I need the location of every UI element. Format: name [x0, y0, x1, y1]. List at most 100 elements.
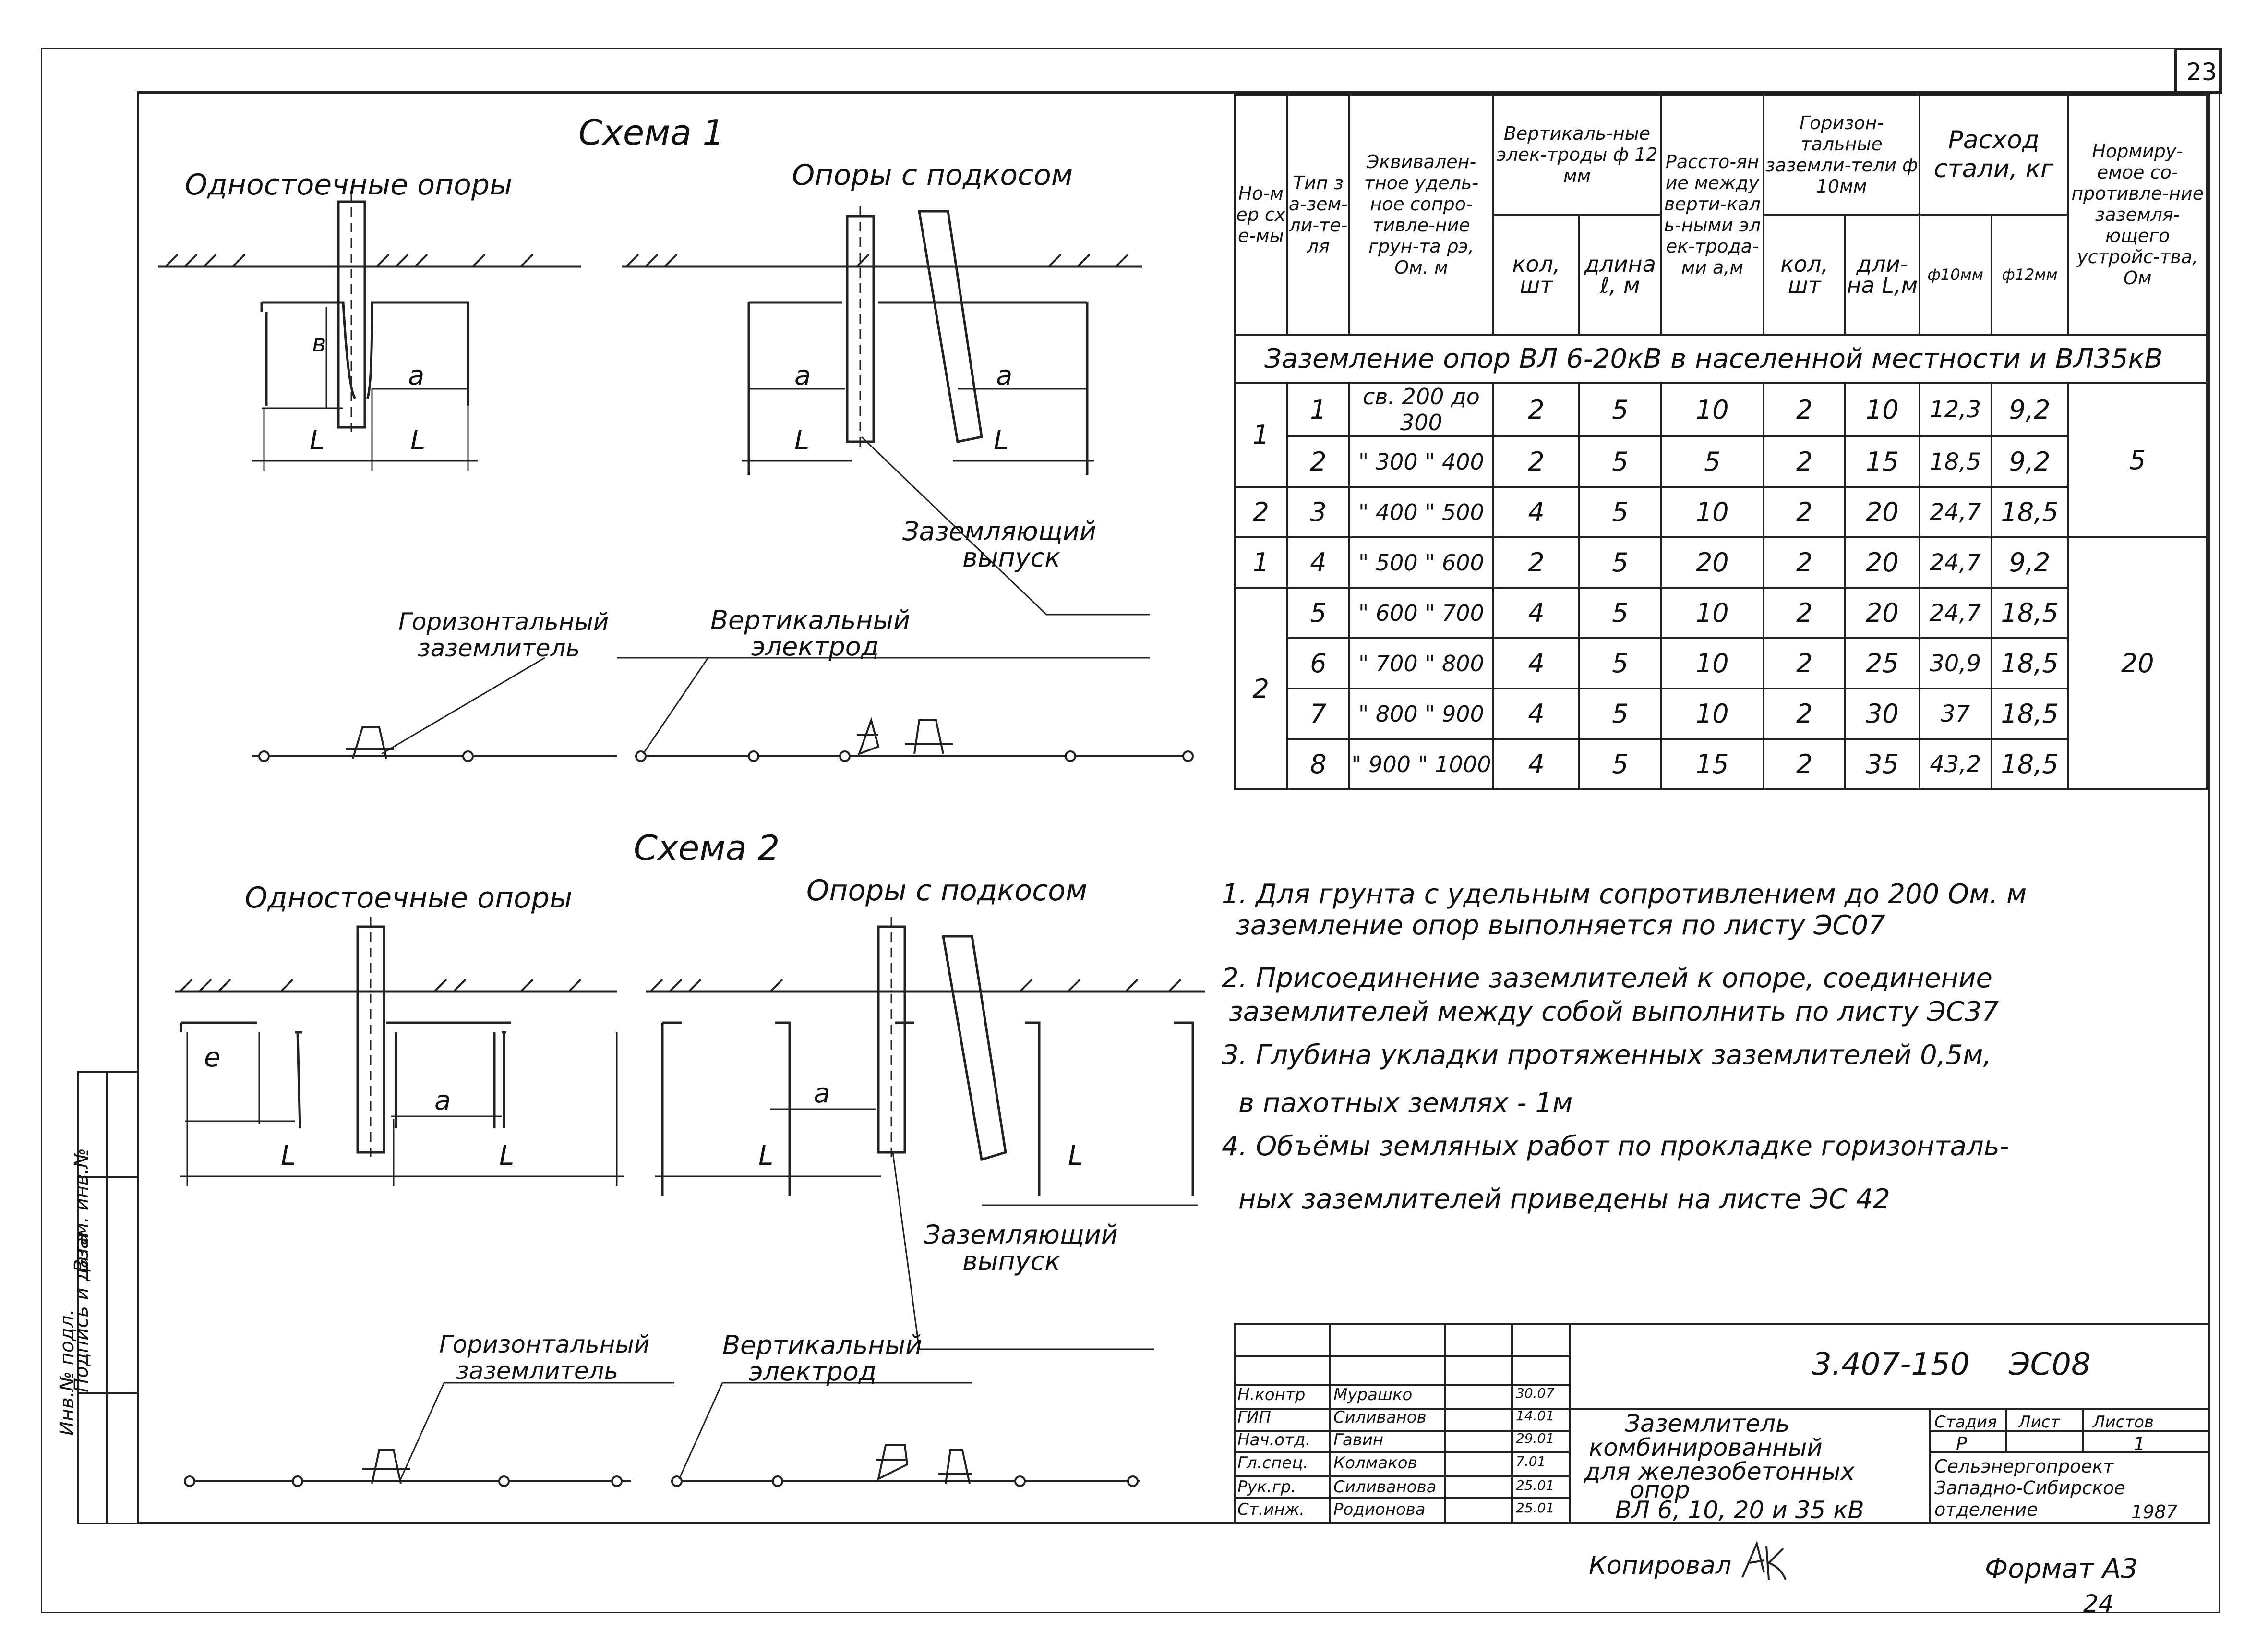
row8-vl: 5: [1578, 738, 1662, 790]
row2-a: 5: [1660, 435, 1765, 488]
scheme2-single-pole: [175, 917, 624, 1186]
scheme2-L-dim2: L: [499, 1140, 515, 1172]
row5-rho: " 600 " 700: [1348, 587, 1494, 639]
sheet-number-box: [2174, 48, 2222, 94]
side-stamp-line2: [77, 1392, 139, 1394]
copier-signature: [1741, 1540, 1787, 1580]
scheme2-a-dim: а: [434, 1085, 451, 1116]
scheme1-plan: [252, 657, 1194, 762]
scheme1-outlet-line1: Заземляющий: [902, 516, 1096, 546]
row8-type: 8: [1286, 738, 1351, 790]
copied-by: Копировал: [1589, 1551, 1732, 1580]
sheets-label: Листов: [2093, 1413, 2154, 1432]
scheme1-vert-line2: электрод: [751, 631, 879, 662]
scheme2-single-label: Одностоечные опоры: [245, 881, 573, 915]
hdr-hor-len: дли-на L,м: [1844, 214, 1920, 336]
date-6: 25.01: [1516, 1500, 1555, 1516]
doc-title-5: ВЛ 6, 10, 20 и 35 кВ: [1615, 1496, 1864, 1524]
note-4a: 4. Объёмы земляных работ по прокладке го…: [1222, 1131, 2009, 1162]
row6-s10: 30,9: [1918, 637, 1992, 689]
hdr-horizontal: Горизон-тальные заземли-тели ф 10мм: [1763, 94, 1920, 216]
row1-a: 10: [1660, 382, 1765, 437]
outer-border: [41, 48, 2220, 1613]
row3-vl: 5: [1578, 486, 1662, 538]
hdr-type: Тип за-зем-ли-те-ля: [1286, 94, 1351, 336]
doc-title-2: комбинированный: [1589, 1434, 1823, 1462]
section-title: Заземление опор ВЛ 6-20кВ в населенной м…: [1234, 334, 2208, 384]
row7-hl: 30: [1844, 688, 1920, 740]
row4-hq: 2: [1763, 536, 1847, 589]
row2-hq: 2: [1763, 435, 1847, 488]
scheme1-vert-line1: Вертикальный: [710, 605, 911, 635]
name-1: Мурашко: [1333, 1385, 1413, 1404]
grounding-table: Но-мер схе-мы Тип за-зем-ли-те-ля Эквива…: [1234, 94, 2208, 790]
row7-hq: 2: [1763, 688, 1847, 740]
date-2: 14.01: [1516, 1408, 1555, 1424]
doc-title-4: опор: [1630, 1476, 1690, 1504]
row4-rho: " 500 " 600: [1348, 536, 1494, 589]
hdr-vert-qty: кол, шт: [1492, 214, 1581, 336]
row8-s10: 43,2: [1918, 738, 1992, 790]
row8-rho: " 900 " 1000: [1348, 738, 1494, 790]
scheme2-plan: [184, 1382, 1140, 1487]
row7-rho: " 800 " 900: [1348, 688, 1494, 740]
stage-label: Стадия: [1934, 1413, 1997, 1432]
doc-title-1: Заземлитель: [1625, 1410, 1790, 1438]
note-3a: 3. Глубина укладки протяженных заземлите…: [1222, 1040, 1992, 1071]
scheme1-single-label: Одностоечные опоры: [185, 168, 513, 202]
role-6: Ст.инж.: [1237, 1500, 1305, 1519]
note-1b: заземление опор выполняется по листу ЭС0…: [1236, 910, 1885, 941]
row8-a: 15: [1660, 738, 1765, 790]
row1-vq: 2: [1492, 382, 1581, 437]
row6-s12: 18,5: [1990, 637, 2069, 689]
norm-bottom: 20: [2067, 536, 2208, 790]
row7-s10: 37: [1918, 688, 1992, 740]
hdr-vert-len: длина ℓ, м: [1578, 214, 1662, 336]
row5-a: 10: [1660, 587, 1765, 639]
row4-vl: 5: [1578, 536, 1662, 589]
row2-s12: 9,2: [1990, 435, 2069, 488]
row3-vq: 4: [1492, 486, 1581, 538]
org-1: Сельэнергопроект: [1934, 1456, 2114, 1477]
format-label: Формат А3: [1985, 1553, 2138, 1584]
scheme2-strut-L2: L: [1068, 1140, 1083, 1172]
date-5: 25.01: [1516, 1477, 1555, 1493]
row7-vq: 4: [1492, 688, 1581, 740]
scheme1-L-dim2: L: [410, 425, 426, 456]
scheme2-L-dim1: L: [281, 1140, 296, 1172]
scheme2-title: Схема 2: [634, 828, 780, 868]
row3-a: 10: [1660, 486, 1765, 538]
row8-vq: 4: [1492, 738, 1581, 790]
row4-s12: 9,2: [1990, 536, 2069, 589]
hdr-steel: Расход стали, кг: [1918, 94, 2069, 216]
note-4b: ных заземлителей приведены на листе ЭС 4…: [1238, 1184, 1890, 1215]
name-5: Силиванова: [1333, 1477, 1437, 1497]
hdr-resistivity: Эквивален-тное удель-ное сопро-тивле-ние…: [1348, 94, 1494, 336]
hdr-steel12: ф12мм: [1990, 214, 2069, 336]
row1-s10: 12,3: [1918, 382, 1992, 437]
row1-vl: 5: [1578, 382, 1662, 437]
row8-s12: 18,5: [1990, 738, 2069, 790]
stage-value: Р: [1956, 1433, 1967, 1454]
row5-hq: 2: [1763, 587, 1847, 639]
date-3: 29.01: [1516, 1430, 1555, 1446]
row4-hl: 20: [1844, 536, 1920, 589]
row4-a: 20: [1660, 536, 1765, 589]
schemes-drawing: [158, 192, 1205, 1487]
row6-a: 10: [1660, 637, 1765, 689]
row5-scheme: 2: [1234, 587, 1288, 790]
row3-rho: " 400 " 500: [1348, 486, 1494, 538]
inner-border: [137, 91, 2210, 1524]
note-1a: 1. Для грунта с удельным сопротивлением …: [1222, 879, 2027, 910]
side-stamp-line1: [77, 1176, 139, 1178]
row1-s12: 9,2: [1990, 382, 2069, 437]
norm-top: 5: [2067, 382, 2208, 538]
side-stamp-replace: Взам. инв.№: [71, 1148, 93, 1272]
role-4: Гл.спец.: [1237, 1453, 1308, 1473]
row4-s10: 24,7: [1918, 536, 1992, 589]
row1-scheme: 1: [1234, 382, 1288, 488]
row1-rho: св. 200 до 300: [1348, 382, 1494, 437]
row1-type: 1: [1286, 382, 1351, 437]
scheme1-title: Схема 1: [578, 112, 725, 153]
row6-hq: 2: [1763, 637, 1847, 689]
